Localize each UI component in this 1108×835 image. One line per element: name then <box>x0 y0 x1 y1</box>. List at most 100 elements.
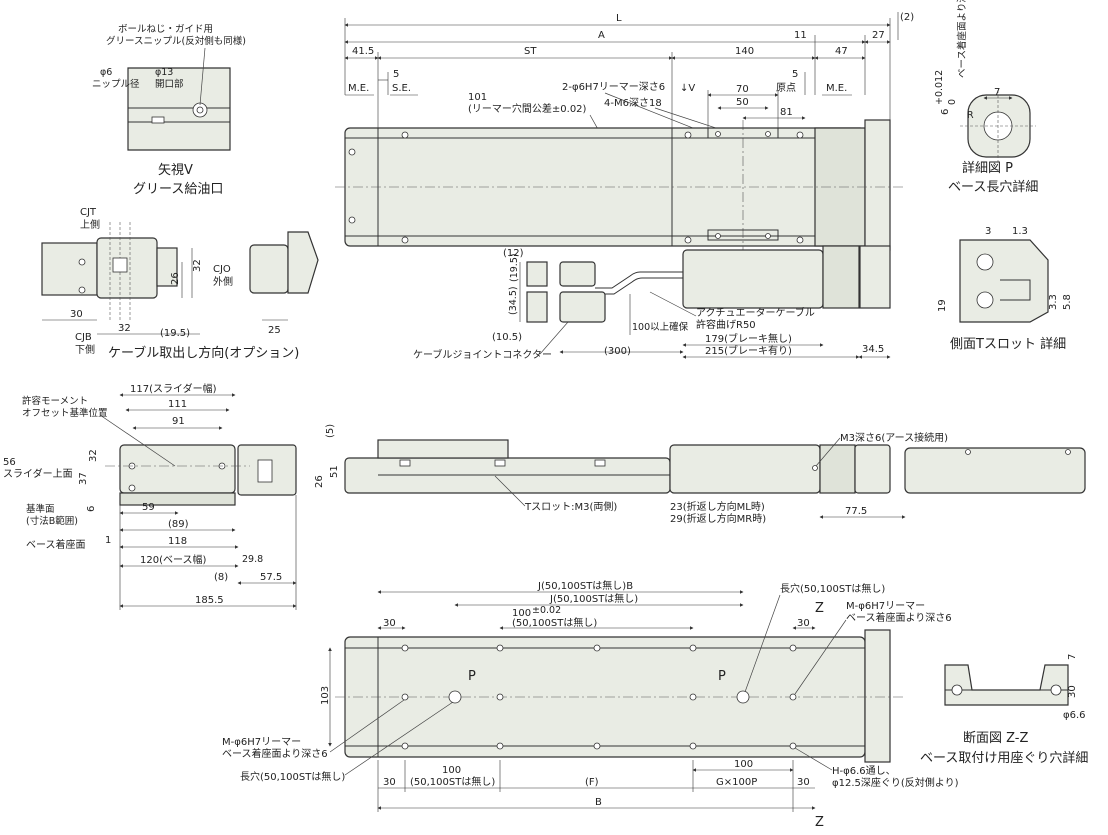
label-opening: 開口部 <box>155 78 184 90</box>
end-89: (89) <box>168 519 189 530</box>
bottom-none-50: (50,100STは無し) <box>512 616 597 629</box>
tslot-title: 側面Tスロット 詳細 <box>950 336 1066 352</box>
cable-19-5: (19.5) <box>160 328 190 339</box>
view-v-title-1: 矢視V <box>158 163 193 178</box>
side-ml: 23(折返し方向ML時) <box>670 500 765 513</box>
dim-140: 140 <box>735 46 754 57</box>
dim-41-5: 41.5 <box>352 46 374 57</box>
section-zz: 7 30 φ6.6 断面図 Z-Z ベース取付け用座ぐり穴詳細 <box>920 654 1088 766</box>
bottom-h2: φ12.5深座ぐり(反対側より) <box>832 776 959 789</box>
bottom-long-hole: 長穴(50,100STは無し) <box>780 582 885 595</box>
tslot-1-3: 1.3 <box>1012 226 1028 237</box>
dim-50: 50 <box>736 97 749 108</box>
label-cable-1: アクチュエーターケーブル <box>696 306 815 319</box>
dim-300: (300) <box>604 346 631 357</box>
bottom-p1: P <box>468 669 476 684</box>
label-phi13: φ13 <box>155 67 173 78</box>
end-185-5: 185.5 <box>195 595 224 606</box>
label-brake-off: 179(ブレーキ無し) <box>705 332 792 345</box>
detail-p-note: ベース着座面より深さ6 <box>956 0 968 78</box>
cjo-1: CJO <box>213 264 231 275</box>
bottom-100-tol: ±0.02 <box>532 605 561 616</box>
label-brake-on: 215(ブレーキ有り) <box>705 344 792 357</box>
tslot-3: 3 <box>985 226 991 237</box>
cjt-1: CJT <box>80 207 97 218</box>
cable-32-vertical: 32 <box>192 259 203 272</box>
dim-81: 81 <box>780 107 793 118</box>
label-nipple: ニップル径 <box>92 78 140 90</box>
end-8: (8) <box>214 572 228 583</box>
end-51: 51 <box>329 465 340 478</box>
dim-ST: ST <box>524 46 537 57</box>
v-arrow: ↓V <box>680 83 695 94</box>
detail-p-title-2: ベース長穴詳細 <box>948 179 1038 195</box>
end-57-5: 57.5 <box>260 572 282 583</box>
end-32: 32 <box>88 449 99 462</box>
end-1: 1 <box>105 535 111 546</box>
bottom-none-b: (50,100STは無し) <box>410 775 495 788</box>
dim-47: 47 <box>835 46 848 57</box>
dim-L: L <box>616 13 622 24</box>
end-29-8: 29.8 <box>242 554 263 565</box>
end-118: 118 <box>168 536 187 547</box>
label-reamer-tol-2: (リーマー穴間公差±0.02) <box>468 102 587 115</box>
label-grease-2: グリースニップル(反対側も同様) <box>106 35 246 47</box>
dim-5-left: 5 <box>393 69 399 80</box>
label-connector: ケーブルジョイントコネクター <box>413 348 552 361</box>
end-slider-top: スライダー上面 <box>3 467 73 480</box>
end-seat: ベース着座面 <box>26 538 86 551</box>
end-91: 91 <box>172 416 185 427</box>
bottom-h1: H-φ6.6通し、 <box>832 765 896 777</box>
bottom-reamer-1: M-φ6H7リーマー <box>846 601 925 612</box>
side-m3: M3深さ6(アース接続用) <box>840 431 948 444</box>
cable-32: 32 <box>118 323 131 334</box>
cjb-2: 下側 <box>75 343 95 356</box>
bottom-103: 103 <box>320 686 331 705</box>
cable-30: 30 <box>70 309 83 320</box>
bottom-j: J(50,100STは無し) <box>549 592 638 605</box>
label-reamer: 2-φ6H7リーマー深さ6 <box>562 81 665 93</box>
end-37: 37 <box>78 472 89 485</box>
cable-25: 25 <box>268 325 281 336</box>
zz-title-1: 断面図 Z-Z <box>963 731 1029 746</box>
view-v: ボールねじ・ガイド用 グリースニップル(反対側も同様) φ6 ニップル径 φ13… <box>92 24 246 197</box>
tslot-5-8: 5.8 <box>1062 294 1073 310</box>
view-v-title-2: グリース給油口 <box>133 182 223 197</box>
label-m6: 4-M6深さ18 <box>604 97 662 109</box>
side-mr: 29(折返し方向MR時) <box>670 512 766 525</box>
end-6: 6 <box>86 506 97 512</box>
zz-7: 7 <box>1067 654 1078 660</box>
cable-option-view: CJT 上側 CJO 外側 CJB 下側 30 32 (19.5) 32 26 … <box>41 207 319 361</box>
end-26: 26 <box>314 475 325 488</box>
end-slider-width: 117(スライダー幅) <box>130 382 217 395</box>
dim-100-min: 100以上確保 <box>632 321 689 333</box>
dim-34-5-right: 34.5 <box>862 344 884 355</box>
bottom-30-d: 30 <box>797 777 810 788</box>
dim-27: 27 <box>872 30 885 41</box>
detail-p-r: R <box>967 110 974 121</box>
end-moment-2: オフセット基準位置 <box>22 407 108 419</box>
bottom-100-b: 100 <box>442 765 461 776</box>
bottom-view: J(50,100STは無し)B J(50,100STは無し) 100 ±0.02… <box>222 579 959 830</box>
bottom-g: G×100P <box>716 777 757 788</box>
side-77-5: 77.5 <box>845 506 867 517</box>
bottom-30-b: 30 <box>797 618 810 629</box>
end-moment-1: 許容モーメント <box>22 395 88 407</box>
bottom-100: 100 <box>512 608 531 619</box>
bottom-z-top: Z <box>815 601 824 616</box>
bottom-z-bottom: Z <box>815 815 824 830</box>
dim-12: (12) <box>503 248 524 259</box>
cable-option-title: ケーブル取出し方向(オプション) <box>108 345 299 361</box>
t-slot-detail: 3 1.3 19 3.3 5.8 側面Tスロット 詳細 <box>937 226 1073 352</box>
label-me-right: M.E. <box>826 83 847 94</box>
end-59: 59 <box>142 502 155 513</box>
zz-30: 30 <box>1067 685 1078 698</box>
label-me-left: M.E. <box>348 83 369 94</box>
bottom-100-r: 100 <box>734 759 753 770</box>
label-phi6: φ6 <box>100 67 112 78</box>
dim-11: 11 <box>794 30 807 41</box>
end-5: (5) <box>325 424 336 438</box>
bottom-b: B <box>595 797 602 808</box>
end-56: 56 <box>3 457 16 468</box>
